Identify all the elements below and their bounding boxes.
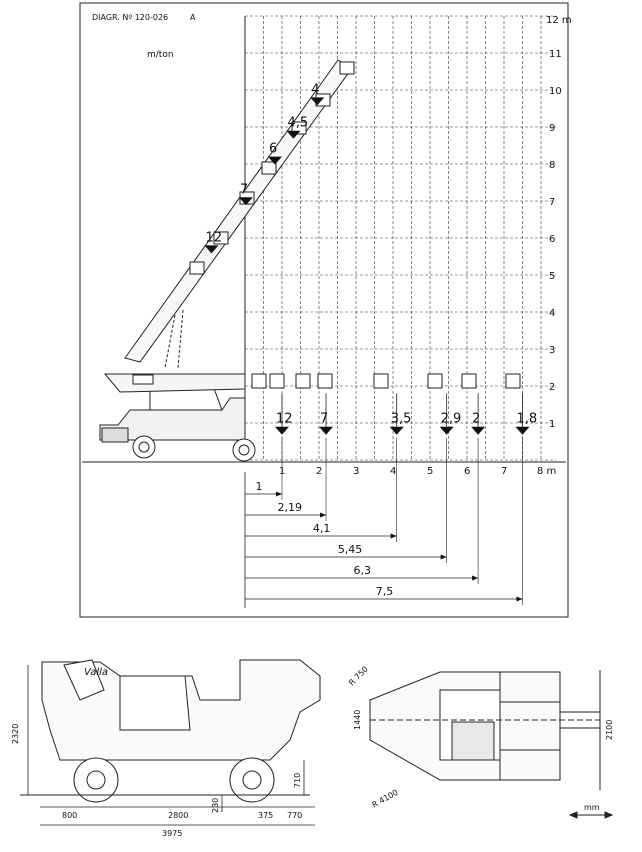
x-tick-label: 2 xyxy=(316,466,322,477)
dim-375: 375 xyxy=(258,811,273,820)
reach-dimension-label: 5,45 xyxy=(338,543,363,556)
total-length-3975: 3975 xyxy=(162,829,182,838)
brand-logo: Valla xyxy=(84,667,108,678)
reach-dimension-label: 7,5 xyxy=(376,585,394,598)
reach-dimension-label: 6,3 xyxy=(354,564,372,577)
y-axis-labels: 1 2 3 4 5 6 7 8 9 10 11 xyxy=(549,49,562,430)
y-tick-label: 5 xyxy=(549,271,555,282)
dim-800: 800 xyxy=(62,811,77,820)
side-view-dimensions xyxy=(27,665,315,826)
load-value-label: 6 xyxy=(269,142,277,157)
load-marker xyxy=(275,426,289,435)
y-tick-label: 7 xyxy=(549,197,555,208)
y-tick-label: 6 xyxy=(549,234,555,245)
side-view-drawing xyxy=(20,659,321,803)
load-marker xyxy=(286,130,301,139)
height-710: 710 xyxy=(293,773,302,788)
radius-750: R 750 xyxy=(347,665,370,688)
mm-arrow xyxy=(568,811,614,819)
reach-arrow xyxy=(276,491,282,497)
x-tick-label: 3 xyxy=(353,466,359,477)
x-tick-label: 4 xyxy=(390,466,396,477)
reach-arrow xyxy=(320,512,327,518)
y-tick-label: 8 xyxy=(549,160,555,171)
reach-dimension-label: 1 xyxy=(256,480,263,493)
load-grid xyxy=(244,15,556,461)
clearance-230: 230 xyxy=(211,798,220,813)
dim-770: 770 xyxy=(287,811,302,820)
reach-dimensions: 1 2,19 4,1 5,45 6,3 7,5 xyxy=(244,437,523,608)
load-marker xyxy=(439,426,454,435)
diagram-number: DIAGR. Nº 120-026 xyxy=(92,13,168,22)
chart-frame xyxy=(79,2,569,618)
load-value-label: 7 xyxy=(240,182,248,197)
load-marker xyxy=(267,156,282,165)
height-2320: 2320 xyxy=(11,724,20,744)
x-axis-end-label: 8 m xyxy=(537,466,556,477)
crane-side-in-chart xyxy=(99,59,353,462)
load-marker xyxy=(471,426,486,435)
top-view-drawing xyxy=(369,670,601,790)
reach-arrow xyxy=(472,575,479,581)
y-tick-label: 4 xyxy=(549,308,555,319)
load-marker xyxy=(310,97,325,106)
radius-4100: R 4100 xyxy=(371,788,400,810)
reach-dimension-label: 4,1 xyxy=(313,522,331,535)
y-axis-top-label: 12 m xyxy=(546,15,572,26)
load-marker xyxy=(389,426,404,435)
load-value-label: 12 xyxy=(205,230,222,245)
y-tick-label: 2 xyxy=(549,382,555,393)
revision-label: A xyxy=(190,13,196,22)
load-value-label: 4,5 xyxy=(287,116,308,131)
reach-dimension-label: 2,19 xyxy=(278,501,303,514)
unit-mm: mm xyxy=(584,803,600,812)
y-tick-label: 3 xyxy=(549,345,555,356)
x-tick-label: 5 xyxy=(427,466,433,477)
y-tick-label: 10 xyxy=(549,86,562,97)
load-value-label: 2 xyxy=(472,412,480,427)
y-tick-label: 9 xyxy=(549,123,555,134)
load-value-label: 7 xyxy=(320,412,328,427)
x-tick-label: 6 xyxy=(464,466,470,477)
dim-2800: 2800 xyxy=(168,811,188,820)
reach-arrow xyxy=(440,554,447,560)
load-marker xyxy=(238,197,253,206)
load-value-label: 2,9 xyxy=(441,412,462,427)
load-value-label: 1,8 xyxy=(517,412,538,427)
horizontal-hook-blocks xyxy=(251,373,521,389)
x-tick-label: 7 xyxy=(501,466,507,477)
load-marker xyxy=(204,245,219,254)
y-tick-label: 11 xyxy=(549,49,562,60)
load-marker xyxy=(319,426,334,435)
load-value-label: 3,5 xyxy=(391,412,412,427)
track-1440: 1440 xyxy=(353,710,362,730)
load-value-label: 12 xyxy=(276,412,293,427)
load-value-label: 4 xyxy=(311,82,319,97)
reach-arrow xyxy=(516,596,523,602)
width-2100: 2100 xyxy=(605,720,614,740)
load-marker xyxy=(515,426,530,435)
y-tick-label: 1 xyxy=(549,419,555,430)
unit-label: m/ton xyxy=(147,50,174,60)
reach-arrow xyxy=(390,533,397,539)
raised-load-markers: 12 7 6 4,5 4 xyxy=(204,82,325,254)
horizontal-load-markers: 12 7 3,5 2,9 2 1,8 xyxy=(275,393,538,435)
